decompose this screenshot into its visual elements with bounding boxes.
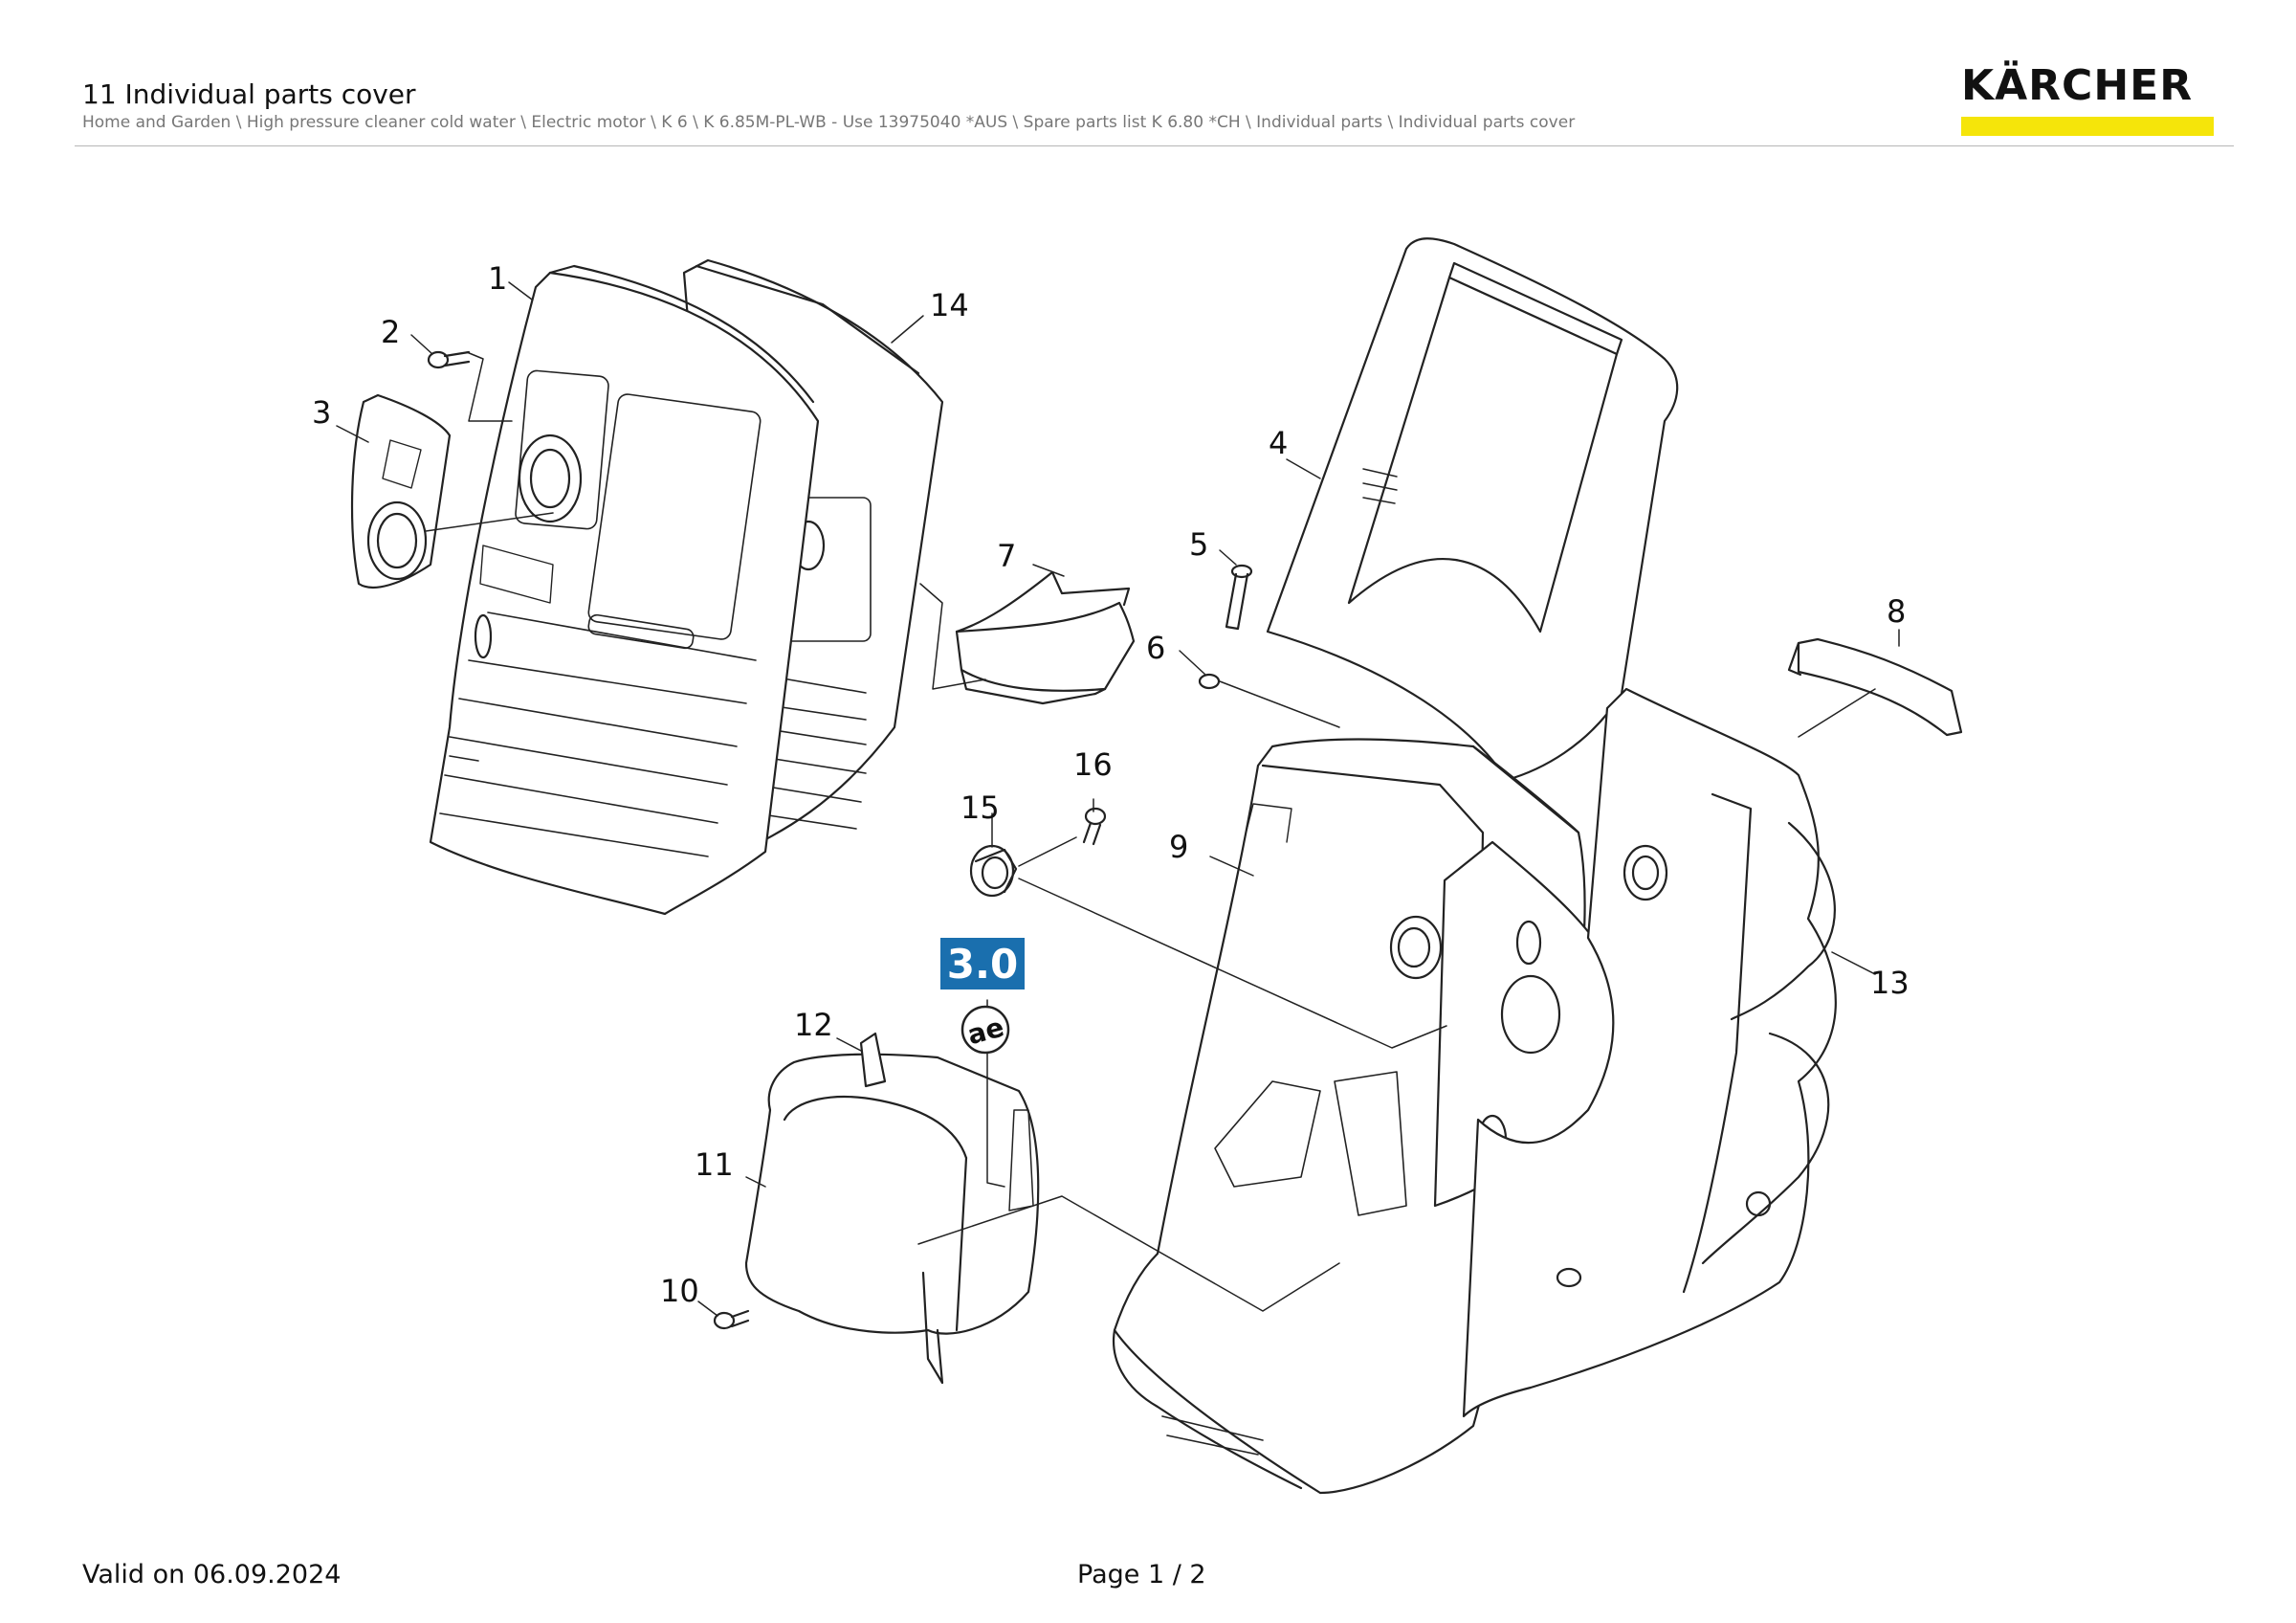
label-part-5: 5 xyxy=(1189,526,1208,563)
part-7-bracket xyxy=(955,570,1136,705)
part-3-label-plate xyxy=(350,393,452,589)
label-part-15: 15 xyxy=(960,789,1000,826)
label-part-6: 6 xyxy=(1146,630,1165,666)
label-part-11: 11 xyxy=(695,1146,734,1183)
page-title: 11 Individual parts cover xyxy=(82,78,416,110)
part-4-handle xyxy=(1266,237,1679,782)
label-part-8: 8 xyxy=(1887,593,1906,630)
part-1-front-cover xyxy=(429,264,820,916)
label-part-7: 7 xyxy=(997,538,1016,574)
label-part-4: 4 xyxy=(1269,425,1288,461)
part-11-shroud xyxy=(744,1032,1040,1385)
valid-date: Valid on 06.09.2024 xyxy=(82,1560,342,1590)
part-13-rear-housing xyxy=(1462,687,1837,1418)
part-10-screw xyxy=(713,1309,750,1330)
logo-wordmark: KÄRCHER xyxy=(1961,61,2194,110)
part-15-grommet xyxy=(969,844,1018,898)
label-part-1: 1 xyxy=(488,260,507,297)
label-part-12: 12 xyxy=(794,1007,833,1043)
logo-yellow-bar xyxy=(1961,117,2214,136)
label-part-16: 16 xyxy=(1073,746,1113,783)
leader-lines xyxy=(336,281,1900,1317)
label-part-13: 13 xyxy=(1870,965,1910,1001)
part-2-screw xyxy=(427,350,471,369)
label-part-10: 10 xyxy=(660,1273,699,1309)
part-8-clip xyxy=(1787,637,1963,737)
label-part-9: 9 xyxy=(1169,829,1188,865)
version-badge-text: 3.0 xyxy=(947,941,1018,988)
label-part-3: 3 xyxy=(312,394,331,431)
ae-symbol-icon: ae xyxy=(960,1005,1010,1055)
label-part-14: 14 xyxy=(930,287,969,323)
breadcrumb: Home and Garden \ High pressure cleaner … xyxy=(82,113,1576,132)
label-part-2: 2 xyxy=(381,314,400,350)
version-badge: 3.0 xyxy=(940,938,1025,989)
part-9-housing xyxy=(1113,738,1621,1495)
karcher-logo: KÄRCHER xyxy=(1961,65,2214,136)
part-6-nut xyxy=(1198,673,1221,690)
part-5-bolt xyxy=(1225,564,1253,631)
part-16-screw xyxy=(1082,807,1107,846)
page-number: Page 1 / 2 xyxy=(1077,1560,1206,1590)
header-divider xyxy=(75,145,2234,146)
